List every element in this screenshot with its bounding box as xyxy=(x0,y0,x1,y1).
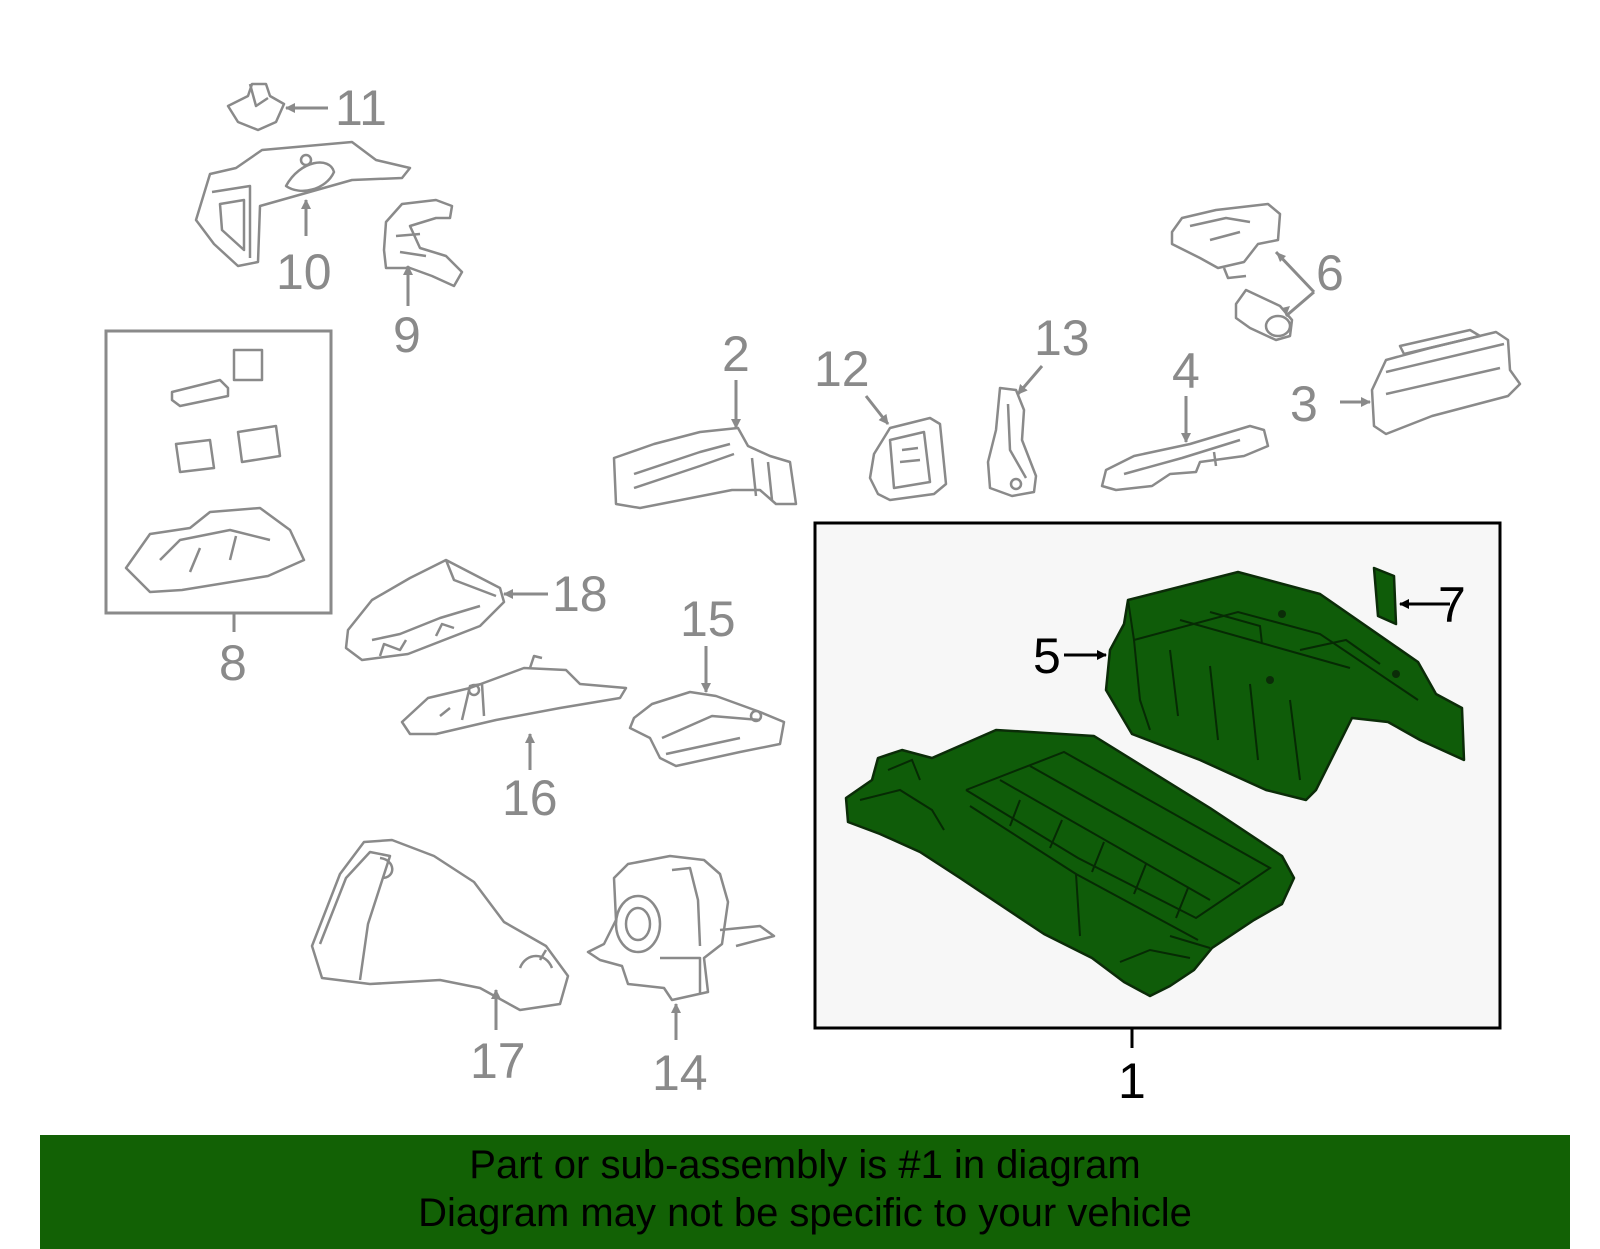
callout-3: 3 xyxy=(1290,376,1318,432)
callout-16: 16 xyxy=(502,770,558,826)
part-15-bracket xyxy=(628,690,786,768)
part-4-bracket xyxy=(1100,424,1270,492)
callout-13: 13 xyxy=(1034,310,1090,366)
banner-line-1: Part or sub-assembly is #1 in diagram xyxy=(469,1143,1141,1187)
part-10-bracket xyxy=(194,140,412,268)
part-7-label xyxy=(1372,566,1398,626)
callout-6: 6 xyxy=(1316,245,1344,301)
part-8-relays xyxy=(124,348,306,594)
part-5-battery-cover xyxy=(1104,570,1466,802)
callout-9: 9 xyxy=(393,307,421,363)
part-6-sensors xyxy=(1170,202,1294,342)
banner-line-2: Diagram may not be specific to your vehi… xyxy=(418,1191,1192,1235)
part-11-clip xyxy=(226,82,286,132)
part-13-bracket xyxy=(986,386,1038,498)
part-3-ecu xyxy=(1370,328,1522,436)
part-1-battery-assembly xyxy=(844,728,1296,998)
callout-4: 4 xyxy=(1172,343,1200,399)
callout-1: 1 xyxy=(1118,1053,1146,1109)
callout-5: 5 xyxy=(1033,628,1061,684)
part-18-duct xyxy=(344,558,506,662)
part-9-clamp xyxy=(382,198,464,288)
callout-12: 12 xyxy=(814,341,870,397)
callout-18: 18 xyxy=(552,566,608,622)
part-12-module xyxy=(868,416,948,502)
part-8-group-box xyxy=(104,329,333,615)
callout-11: 11 xyxy=(335,80,387,136)
callout-14: 14 xyxy=(652,1045,708,1101)
callout-8: 8 xyxy=(219,635,247,691)
part-2-bracket xyxy=(612,426,798,510)
part-16-bracket xyxy=(400,654,628,736)
callout-10: 10 xyxy=(276,244,332,300)
info-banner: Part or sub-assembly is #1 in diagram Di… xyxy=(40,1135,1570,1249)
callout-7: 7 xyxy=(1438,577,1466,633)
callout-15: 15 xyxy=(680,591,736,647)
part-14-blower xyxy=(586,854,776,1002)
callout-2: 2 xyxy=(722,326,750,382)
callout-17: 17 xyxy=(470,1033,526,1089)
part-17-duct xyxy=(310,838,570,1012)
